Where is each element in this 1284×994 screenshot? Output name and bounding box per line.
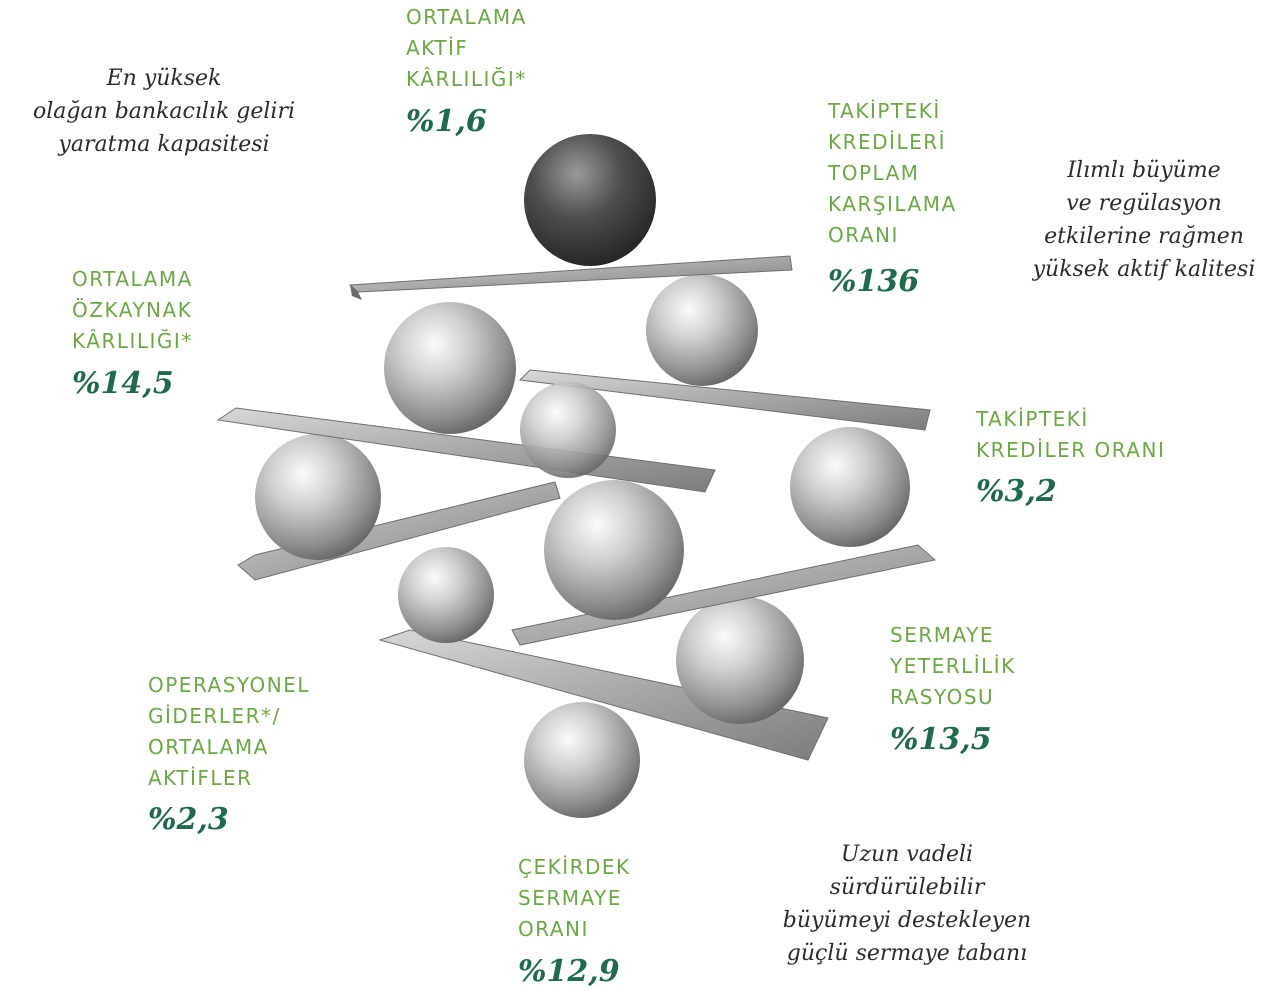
plate-top [348, 255, 793, 293]
roa-value: %1,6 [406, 104, 487, 139]
npl-coverage-value: %136 [828, 264, 920, 299]
sphere-center [544, 480, 684, 620]
sphere-left [255, 434, 381, 560]
sphere-upper-left [384, 302, 516, 434]
asset-quality-note: Ilımlı büyüme ve regülasyon etkilerine r… [1032, 158, 1256, 282]
npl-coverage-label: TAKİPTEKİ KREDİLERİ TOPLAM KARŞILAMA ORA… [828, 99, 957, 247]
roa-label: ORTALAMA AKTİF KÂRLILIĞI* [406, 5, 527, 91]
opex-label: OPERASYONEL GİDERLER*/ ORTALAMA AKTİFLER [148, 673, 311, 790]
npl-ratio-label: TAKİPTEKİ KREDİLER ORANI [976, 407, 1166, 462]
sphere-back [520, 382, 616, 478]
plate-top-edge [350, 285, 362, 300]
sphere-lower-right [676, 596, 804, 724]
roe-value: %14,5 [72, 366, 174, 401]
sphere-right [790, 427, 910, 547]
car-label: SERMAYE YETERLİLİK RASYOSU [890, 623, 1016, 709]
income-note: En yüksek olağan bankacılık geliri yarat… [32, 66, 296, 157]
sphere-bottom [524, 702, 640, 818]
sphere-upper-right [646, 274, 758, 386]
plate-right-middle [518, 369, 931, 431]
core-capital-label: ÇEKİRDEK SERMAYE ORANI [518, 855, 631, 941]
sphere-top [524, 134, 656, 266]
core-capital-value: %12,9 [518, 954, 620, 989]
plate-lower-right [511, 544, 937, 646]
npl-ratio-value: %3,2 [976, 474, 1057, 509]
plate-bottom [378, 629, 829, 761]
capital-note: Uzun vadeli sürdürülebilir büyümeyi dest… [782, 842, 1032, 966]
car-value: %13,5 [890, 722, 992, 757]
roe-label: ORTALAMA ÖZKAYNAK KÂRLILIĞI* [72, 267, 193, 353]
sphere-lower-left [398, 547, 494, 643]
opex-value: %2,3 [148, 802, 229, 837]
